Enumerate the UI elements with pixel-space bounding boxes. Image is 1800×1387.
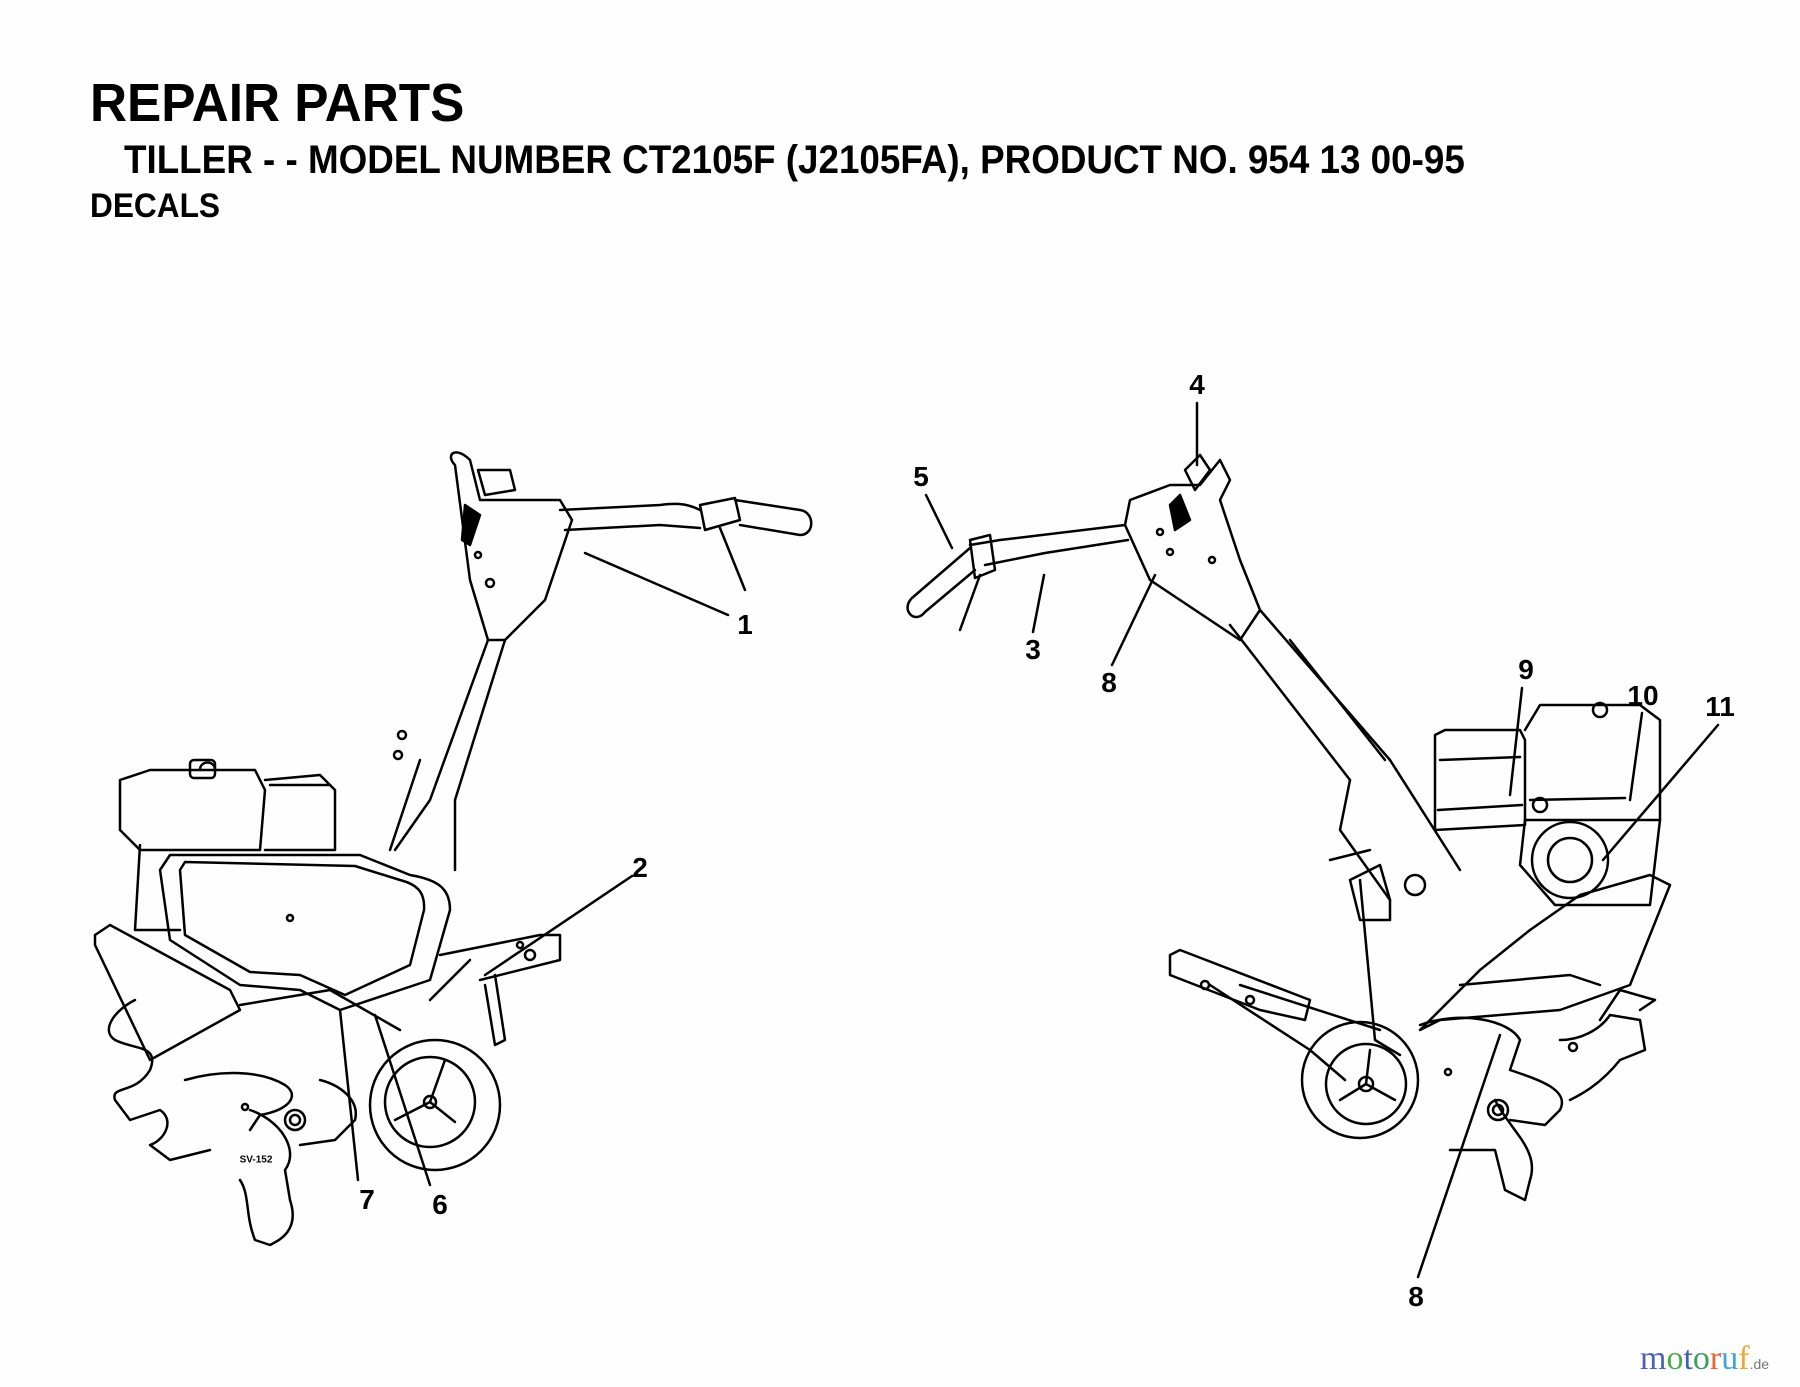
logo-letter: u <box>1721 1340 1739 1377</box>
callout-9: 9 <box>1518 654 1534 685</box>
logo-letter: o <box>1666 1340 1684 1377</box>
logo-letter: m <box>1640 1340 1667 1377</box>
callout-3: 3 <box>1025 634 1041 665</box>
callout-8-upper: 8 <box>1101 667 1117 698</box>
callout-2: 2 <box>632 852 648 883</box>
section-heading: DECALS <box>90 187 221 225</box>
callout-1: 1 <box>737 609 753 640</box>
logo-letter: r <box>1709 1340 1722 1377</box>
callout-4: 4 <box>1189 369 1205 400</box>
logo-letter: f <box>1738 1340 1750 1377</box>
logo-letter: t <box>1683 1340 1693 1377</box>
callout-7: 7 <box>359 1184 375 1215</box>
logo-letter: o <box>1692 1340 1710 1377</box>
callout-11: 11 <box>1705 691 1735 722</box>
right-tiller-drawing <box>906 401 1720 1279</box>
drawing-code: SV-152 <box>239 1154 273 1166</box>
logo-suffix: .de <box>1749 1356 1770 1372</box>
watermark-logo: motoruf.de <box>1640 1340 1769 1378</box>
callout-5: 5 <box>913 461 929 492</box>
callout-8-lower: 8 <box>1408 1281 1424 1312</box>
callout-10: 10 <box>1627 680 1659 711</box>
left-tiller-drawing <box>93 451 813 1247</box>
model-subtitle: TILLER - - MODEL NUMBER CT2105F (J2105FA… <box>124 138 1465 182</box>
page-title: REPAIR PARTS <box>90 73 465 133</box>
callout-6: 6 <box>432 1189 448 1220</box>
